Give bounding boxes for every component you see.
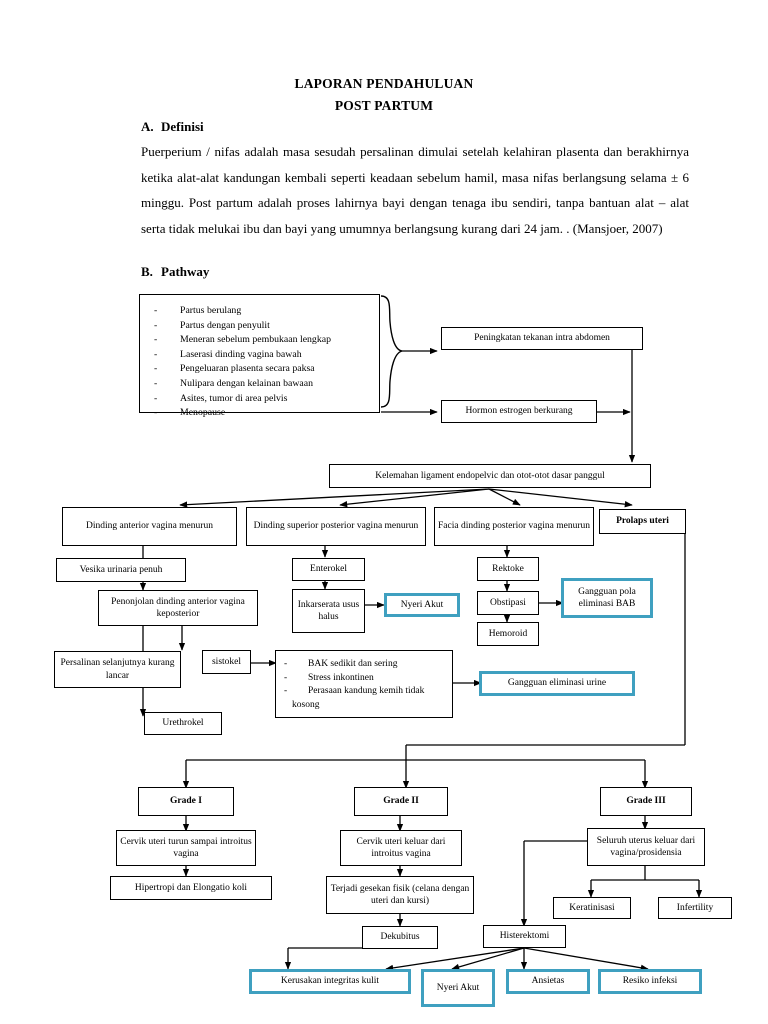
node-cervik-uteri-keluar: Cervik uteri keluar dari introitus vagin…	[340, 830, 462, 866]
node-dinding-anterior-vagina: Dinding anterior vagina menurun	[62, 507, 237, 546]
node-infertility: Infertility	[658, 897, 732, 919]
node-cervik-uteri-turun: Cervik uteri turun sampai introitus vagi…	[116, 830, 256, 866]
node-peningkatan-tekanan: Peningkatan tekanan intra abdomen	[441, 327, 643, 350]
node-rektoke: Rektoke	[477, 557, 539, 581]
node-facia-dinding-posterior: Facia dinding posterior vagina menurun	[434, 507, 594, 546]
node-enterokel: Enterokel	[292, 558, 365, 581]
node-keratinisasi: Keratinisasi	[553, 897, 631, 919]
section-b-label: Pathway	[161, 264, 210, 279]
list-item: Pengeluaran plasenta secara paksa	[154, 362, 379, 377]
node-gesekan-fisik: Terjadi gesekan fisik (celana dengan ute…	[326, 876, 474, 914]
node-kelemahan-ligament: Kelemahan ligament endopelvic dan otot-o…	[329, 464, 651, 488]
list-item: kosong	[292, 699, 320, 710]
node-vesika-urinaria: Vesika urinaria penuh	[56, 558, 186, 582]
node-grade-3: Grade III	[600, 787, 692, 816]
section-a-heading: A. Definisi	[141, 119, 204, 135]
node-urethrokel: Urethrokel	[144, 712, 222, 735]
section-a-label: Definisi	[161, 119, 204, 134]
node-gangguan-eliminasi-urine: Gangguan eliminasi urine	[479, 671, 635, 696]
list-item: Meneran sebelum pembukaan lengkap	[154, 333, 379, 348]
list-item: Nulipara dengan kelainan bawaan	[154, 377, 379, 392]
curly-brace	[380, 295, 403, 408]
list-item: Asites, tumor di area pelvis	[154, 392, 379, 407]
list-item: Perasaan kandung kemih tidak	[284, 685, 446, 699]
node-penonjolan-dinding-anterior: Penonjolan dinding anterior vagina kepos…	[98, 590, 258, 626]
section-a-letter: A.	[141, 119, 154, 134]
list-item: Menopause	[154, 406, 379, 421]
node-resiko-infeksi: Resiko infeksi	[598, 969, 702, 994]
list-item: Partus dengan penyulit	[154, 319, 379, 334]
risk-factor-list-box: Partus berulang Partus dengan penyulit M…	[139, 294, 380, 420]
node-nyeri-akut-lower: Nyeri Akut	[421, 969, 495, 1007]
node-ansietas: Ansietas	[506, 969, 590, 994]
node-histerektomi: Histerektomi	[483, 925, 566, 948]
node-grade-2: Grade II	[354, 787, 448, 816]
page-title-line-1: LAPORAN PENDAHULUAN	[294, 76, 474, 91]
node-persalinan-selanjutnya: Persalinan selanjutnya kurang lancar	[54, 651, 181, 688]
list-item: BAK sedikit dan sering	[284, 658, 446, 672]
node-dekubitus: Dekubitus	[362, 926, 438, 949]
node-sistokel: sistokel	[202, 650, 251, 674]
list-item: Stress inkontinen	[284, 672, 446, 686]
node-gangguan-pola-eliminasi-bab: Gangguan pola eliminasi BAB	[561, 578, 653, 618]
page-title-line-2: POST PARTUM	[334, 98, 434, 113]
list-item: Laserasi dinding vagina bawah	[154, 348, 379, 363]
node-hemoroid: Hemoroid	[477, 622, 539, 646]
node-nyeri-akut-upper: Nyeri Akut	[384, 593, 460, 617]
node-kerusakan-integritas-kulit: Kerusakan integritas kulit	[249, 969, 411, 994]
node-hormon-estrogen: Hormon estrogen berkurang	[441, 400, 597, 423]
section-b-heading: B. Pathway	[141, 264, 209, 280]
node-prolaps-uteri: Prolaps uteri	[599, 509, 686, 534]
node-hipertropi-elongatio: Hipertropi dan Elongatio koli	[110, 876, 272, 900]
node-inkarserata-usus-halus: Inkarserata usus halus	[292, 589, 365, 633]
list-item: Partus berulang	[154, 304, 379, 319]
node-obstipasi: Obstipasi	[477, 591, 539, 615]
node-seluruh-uterus-keluar: Seluruh uterus keluar dari vagina/prosid…	[587, 828, 705, 866]
section-b-letter: B.	[141, 264, 153, 279]
definition-paragraph: Puerperium / nifas adalah masa sesudah p…	[141, 144, 689, 236]
bladder-symptom-list-box: BAK sedikit dan sering Stress inkontinen…	[275, 650, 453, 718]
node-dinding-superior-posterior: Dinding superior posterior vagina menuru…	[246, 507, 426, 546]
node-grade-1: Grade I	[138, 787, 234, 816]
